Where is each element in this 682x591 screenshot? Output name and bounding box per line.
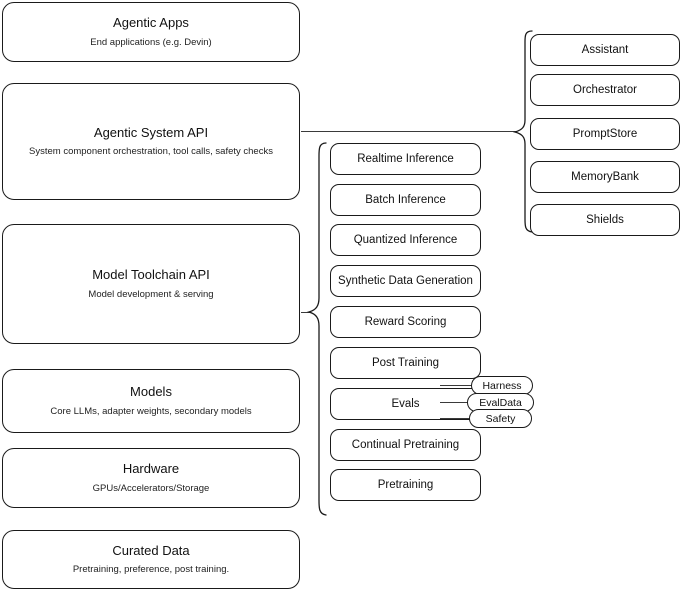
- connector-evals-to-evaldata: [440, 402, 474, 403]
- evals-subitem-label: EvalData: [479, 396, 522, 409]
- capability-chip-evals[interactable]: Evals: [330, 388, 481, 420]
- capability-chip-batch-inference[interactable]: Batch Inference: [330, 184, 481, 216]
- layer-subtitle: Model development & serving: [88, 288, 214, 300]
- layer-subtitle: Core LLMs, adapter weights, secondary mo…: [50, 405, 252, 417]
- layer-card-hardware[interactable]: Hardware GPUs/Accelerators/Storage: [2, 448, 300, 508]
- layer-title: Models: [130, 384, 172, 400]
- component-label: MemoryBank: [571, 170, 639, 183]
- component-label: PromptStore: [572, 127, 638, 140]
- layer-card-models[interactable]: Models Core LLMs, adapter weights, secon…: [2, 369, 300, 433]
- capability-chip-post-training[interactable]: Post Training: [330, 347, 481, 379]
- connector-toolchain-to-capabilities: [301, 312, 311, 313]
- capability-chip-quantized-inference[interactable]: Quantized Inference: [330, 224, 481, 256]
- layer-card-agentic-system-api[interactable]: Agentic System API System component orch…: [2, 83, 300, 200]
- capability-chip-reward-scoring[interactable]: Reward Scoring: [330, 306, 481, 338]
- component-chip-orchestrator[interactable]: Orchestrator: [530, 74, 680, 106]
- layer-title: Hardware: [122, 461, 180, 477]
- capability-label: Batch Inference: [365, 193, 446, 206]
- capability-label: Pretraining: [377, 478, 434, 491]
- layer-title: Model Toolchain API: [92, 267, 210, 283]
- capability-label: Evals: [391, 397, 420, 410]
- capability-chip-synthetic-data-generation[interactable]: Synthetic Data Generation: [330, 265, 481, 297]
- capability-chip-continual-pretraining[interactable]: Continual Pretraining: [330, 429, 481, 461]
- evals-subitem-label: Harness: [482, 379, 522, 392]
- layer-subtitle: End applications (e.g. Devin): [90, 36, 212, 48]
- capability-label: Quantized Inference: [353, 233, 458, 246]
- capability-label: Synthetic Data Generation: [338, 274, 473, 287]
- component-chip-promptstore[interactable]: PromptStore: [530, 118, 680, 150]
- layer-subtitle: Pretraining, preference, post training.: [72, 564, 230, 576]
- capability-label: Post Training: [371, 356, 440, 369]
- connector-evals-to-harness: [440, 385, 478, 386]
- capability-chip-realtime-inference[interactable]: Realtime Inference: [330, 143, 481, 175]
- layer-title: Agentic Apps: [113, 15, 189, 31]
- component-label: Shields: [586, 213, 624, 226]
- layer-card-curated-data[interactable]: Curated Data Pretraining, preference, po…: [2, 530, 300, 589]
- capability-label: Continual Pretraining: [351, 438, 460, 451]
- layer-title: Curated Data: [112, 542, 190, 558]
- connector-agentic-system-to-components: [301, 131, 517, 132]
- layer-subtitle: GPUs/Accelerators/Storage: [92, 482, 210, 494]
- brace-toolchain-capabilities: [306, 140, 328, 520]
- component-label: Orchestrator: [573, 83, 637, 96]
- layer-subtitle: System component orchestration, tool cal…: [29, 146, 273, 158]
- component-label: Assistant: [581, 43, 629, 56]
- component-chip-assistant[interactable]: Assistant: [530, 34, 680, 66]
- layer-title: Agentic System API: [93, 124, 209, 140]
- capability-chip-pretraining[interactable]: Pretraining: [330, 469, 481, 501]
- evals-subitem-safety[interactable]: Safety: [469, 409, 532, 428]
- capability-label: Realtime Inference: [357, 152, 454, 165]
- evals-subitem-harness[interactable]: Harness: [471, 376, 533, 395]
- component-chip-memorybank[interactable]: MemoryBank: [530, 161, 680, 193]
- evals-subitem-label: Safety: [485, 412, 516, 425]
- capability-label: Reward Scoring: [364, 315, 447, 328]
- brace-agentic-components: [513, 28, 535, 236]
- layer-card-model-toolchain-api[interactable]: Model Toolchain API Model development & …: [2, 224, 300, 344]
- layer-card-agentic-apps[interactable]: Agentic Apps End applications (e.g. Devi…: [2, 2, 300, 62]
- connector-evals-to-safety: [440, 418, 476, 419]
- component-chip-shields[interactable]: Shields: [530, 204, 680, 236]
